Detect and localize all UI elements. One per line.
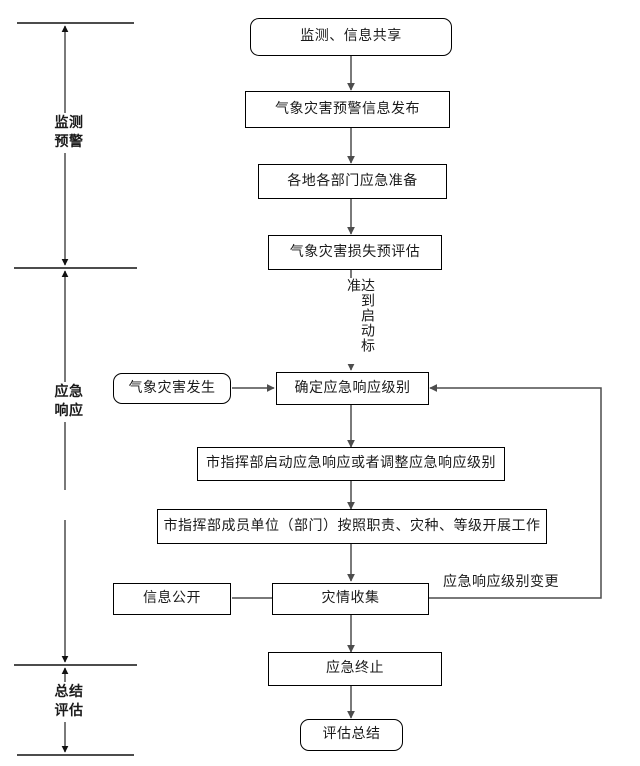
node-info-disclosure[interactable]: 信息公开	[113, 583, 231, 615]
node-member-units[interactable]: 市指挥部成员单位（部门）按照职责、灾种、等级开展工作	[157, 509, 547, 544]
node-hq-activate-label: 市指挥部启动应急响应或者调整应急响应级别	[206, 455, 496, 472]
node-loss-preassess-label: 气象灾害损失预评估	[289, 243, 421, 260]
node-response-terminate[interactable]: 应急终止	[268, 652, 442, 686]
edge-label-level-change: 应急响应级别变更	[441, 571, 561, 591]
phase-label-review: 总结 评估	[38, 682, 100, 722]
node-local-prepare-label: 各地各部门应急准备	[287, 172, 418, 189]
node-response-terminate-label: 应急终止	[326, 660, 384, 677]
node-disaster-occurs[interactable]: 气象灾害发生	[113, 373, 231, 404]
node-warning-release-label: 气象灾害预警信息发布	[275, 100, 420, 117]
node-loss-preassess[interactable]: 气象灾害损失预评估	[268, 235, 442, 270]
edge-label-trigger-standard: 达到启动标准	[344, 278, 376, 364]
node-disaster-occurs-label: 气象灾害发生	[128, 379, 216, 396]
node-member-units-label: 市指挥部成员单位（部门）按照职责、灾种、等级开展工作	[163, 517, 541, 534]
node-disaster-collect-label: 灾情收集	[321, 590, 380, 607]
phase-label-response: 应急 响应	[38, 382, 100, 422]
node-determine-level[interactable]: 确定应急响应级别	[276, 372, 429, 405]
node-determine-level-label: 确定应急响应级别	[294, 379, 411, 396]
node-hq-activate[interactable]: 市指挥部启动应急响应或者调整应急响应级别	[197, 447, 505, 481]
node-review-summary[interactable]: 评估总结	[300, 719, 403, 751]
node-warning-release[interactable]: 气象灾害预警信息发布	[245, 91, 450, 128]
node-disaster-collect[interactable]: 灾情收集	[272, 583, 429, 615]
node-monitor-share[interactable]: 监测、信息共享	[250, 18, 452, 56]
node-info-disclosure-label: 信息公开	[143, 590, 201, 607]
phase-label-monitoring: 监测 预警	[38, 113, 100, 153]
connector-feedback-level-change	[429, 384, 602, 599]
node-review-summary-label: 评估总结	[322, 726, 381, 743]
node-monitor-share-label: 监测、信息共享	[300, 28, 402, 45]
node-local-prepare[interactable]: 各地各部门应急准备	[258, 164, 447, 199]
